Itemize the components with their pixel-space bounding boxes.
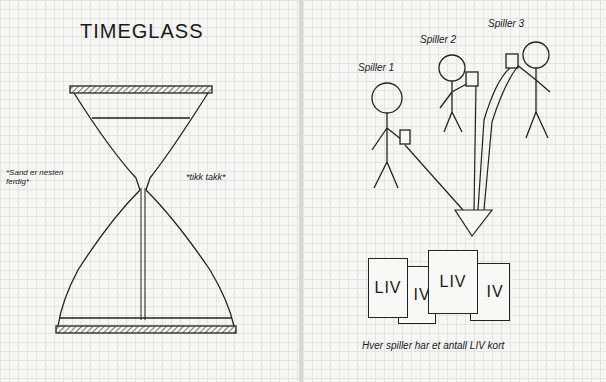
note-label: *tikk takk* (186, 172, 226, 182)
glass-left-bottom (58, 190, 140, 326)
title: TIMEGLASS (80, 20, 203, 43)
top-cap (70, 86, 212, 93)
note-label: Spiller 1 (358, 62, 394, 74)
left-page (0, 0, 299, 382)
glass-right-bottom (146, 190, 234, 326)
funnel-triangle (455, 210, 492, 236)
stick-figures (372, 42, 550, 188)
sand-level (92, 117, 190, 118)
sand-bottom (60, 317, 232, 318)
caption: Hver spiller har et antall LIV kort (362, 340, 504, 352)
card-text: IV (486, 283, 503, 301)
note-label: Spiller 2 (420, 34, 456, 46)
life-card: LIV (368, 258, 408, 318)
note-label: Spiller 3 (488, 18, 524, 30)
card-flow (405, 66, 518, 236)
right-page (303, 0, 606, 382)
glass-left-top (74, 93, 140, 190)
card-text: LIV (439, 273, 466, 291)
card-text: LIV (374, 279, 401, 297)
sand-stream (141, 188, 145, 320)
life-card: LIV (428, 250, 478, 314)
hourglass (56, 86, 236, 333)
bottom-cap (56, 326, 236, 333)
note-label: *Sand er nesten ferdig* (6, 168, 76, 186)
